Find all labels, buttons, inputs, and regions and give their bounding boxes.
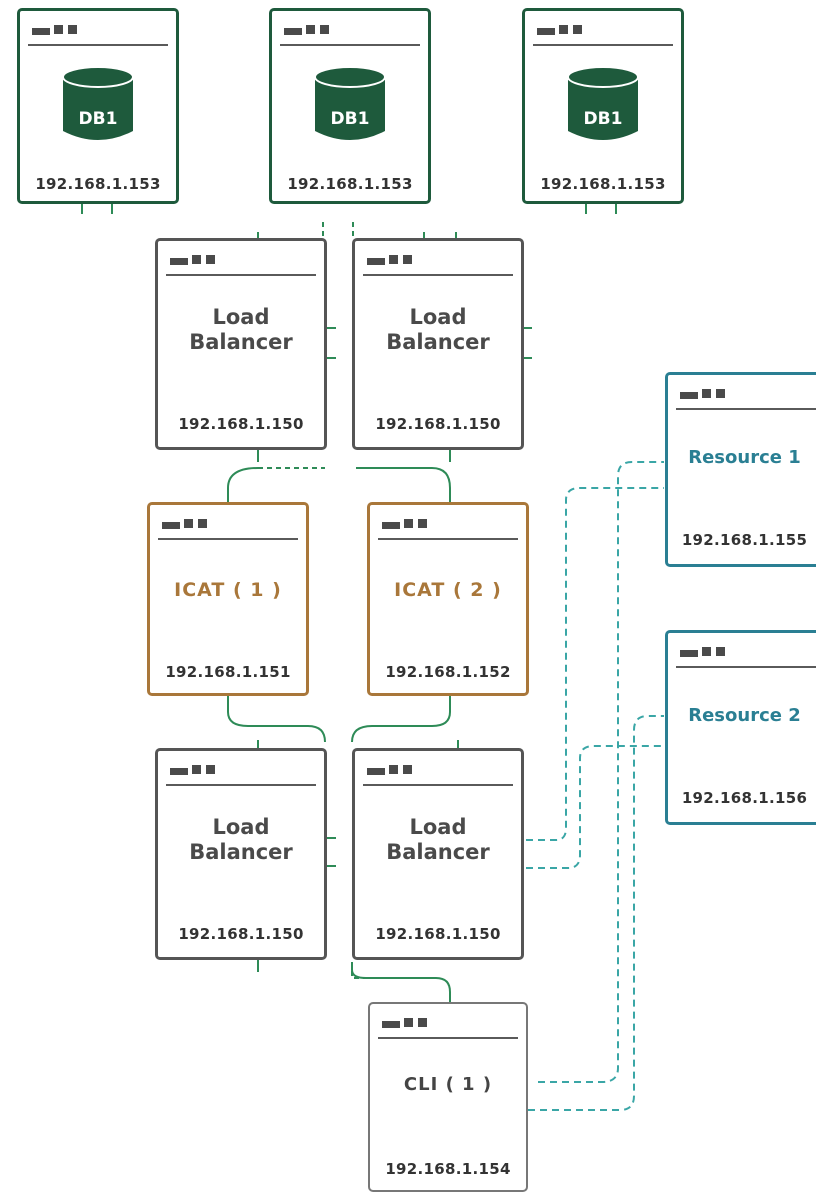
title-divider (166, 274, 316, 276)
node-ip: 192.168.1.154 (385, 1160, 511, 1178)
label-line-2: Balancer (189, 330, 293, 355)
database-cylinder-icon (63, 66, 133, 140)
node-label: Load Balancer (158, 815, 324, 865)
db-node-3: DB1 192.168.1.153 (522, 8, 684, 204)
node-ip: 192.168.1.150 (375, 925, 501, 943)
label-line-1: Load (212, 305, 270, 329)
window-controls-icon (170, 765, 230, 777)
window-controls-icon (32, 25, 92, 37)
window-controls-icon (680, 647, 740, 659)
node-ip: 192.168.1.156 (681, 789, 808, 807)
lb4-resource1-link (526, 487, 664, 841)
db-ip: 192.168.1.153 (35, 175, 161, 193)
icat2-lb4-link (351, 695, 451, 743)
node-label: ICAT ( 1 ) (174, 579, 282, 601)
title-divider (533, 44, 673, 46)
db-ip: 192.168.1.153 (540, 175, 666, 193)
node-ip: 192.168.1.150 (178, 415, 304, 433)
label-line-2: Balancer (189, 840, 293, 865)
lb4-cli-link (351, 962, 451, 1002)
title-divider (363, 784, 513, 786)
title-divider (166, 784, 316, 786)
load-balancer-bottom-2: Load Balancer 192.168.1.150 (352, 748, 524, 960)
title-divider (363, 274, 513, 276)
node-label: Resource 2 (688, 705, 801, 726)
window-controls-icon (680, 389, 740, 401)
db-node-1: DB1 192.168.1.153 (17, 8, 179, 204)
label-line-1: Load (409, 815, 467, 839)
load-balancer-top-2: Load Balancer 192.168.1.150 (352, 238, 524, 450)
window-controls-icon (170, 255, 230, 267)
db-ip: 192.168.1.153 (287, 175, 413, 193)
node-label: Resource 1 (688, 447, 801, 468)
icat-node-2: ICAT ( 2 ) 192.168.1.152 (367, 502, 529, 696)
label-line-1: Load (212, 815, 270, 839)
cli-node: CLI ( 1 ) 192.168.1.154 (368, 1002, 528, 1192)
label-line-2: Balancer (386, 840, 490, 865)
node-ip: 192.168.1.150 (178, 925, 304, 943)
node-ip: 192.168.1.150 (375, 415, 501, 433)
window-controls-icon (537, 25, 597, 37)
db-node-2: DB1 192.168.1.153 (269, 8, 431, 204)
window-controls-icon (284, 25, 344, 37)
label-line-1: Load (409, 305, 467, 329)
node-ip: 192.168.1.152 (385, 663, 511, 681)
title-divider (280, 44, 420, 46)
window-controls-icon (367, 765, 427, 777)
lb2-icat2-link (356, 467, 451, 503)
database-cylinder-icon (315, 66, 385, 140)
window-controls-icon (162, 519, 222, 531)
lb1-icat1-link (227, 448, 259, 503)
node-label: Load Balancer (158, 305, 324, 355)
lb4-cli-dash (351, 962, 430, 979)
node-label: CLI ( 1 ) (403, 1074, 493, 1095)
lb4-resource2-link (526, 745, 664, 869)
load-balancer-top-1: Load Balancer 192.168.1.150 (155, 238, 327, 450)
window-controls-icon (382, 1018, 442, 1030)
node-label: Load Balancer (355, 305, 521, 355)
resource-node-1: Resource 1 192.168.1.155 (665, 372, 816, 567)
node-ip: 192.168.1.155 (681, 531, 808, 549)
title-divider (676, 666, 816, 668)
icat-node-1: ICAT ( 1 ) 192.168.1.151 (147, 502, 309, 696)
cli-resource2-link (528, 715, 664, 1111)
label-line-2: Balancer (386, 330, 490, 355)
window-controls-icon (382, 519, 442, 531)
title-divider (158, 538, 298, 540)
resource-node-2: Resource 2 192.168.1.156 (665, 630, 816, 825)
db-label: DB1 (583, 109, 623, 129)
database-cylinder-icon (568, 66, 638, 140)
node-ip: 192.168.1.151 (165, 663, 291, 681)
title-divider (378, 538, 518, 540)
load-balancer-bottom-1: Load Balancer 192.168.1.150 (155, 748, 327, 960)
title-divider (28, 44, 168, 46)
title-divider (676, 408, 816, 410)
db-label: DB1 (330, 109, 370, 129)
db-label: DB1 (78, 109, 118, 129)
icat1-lb3-link (227, 695, 326, 743)
window-controls-icon (367, 255, 427, 267)
node-label: Load Balancer (355, 815, 521, 865)
title-divider (378, 1037, 518, 1039)
node-label: ICAT ( 2 ) (394, 579, 502, 601)
cli-resource1-link (538, 461, 664, 1083)
